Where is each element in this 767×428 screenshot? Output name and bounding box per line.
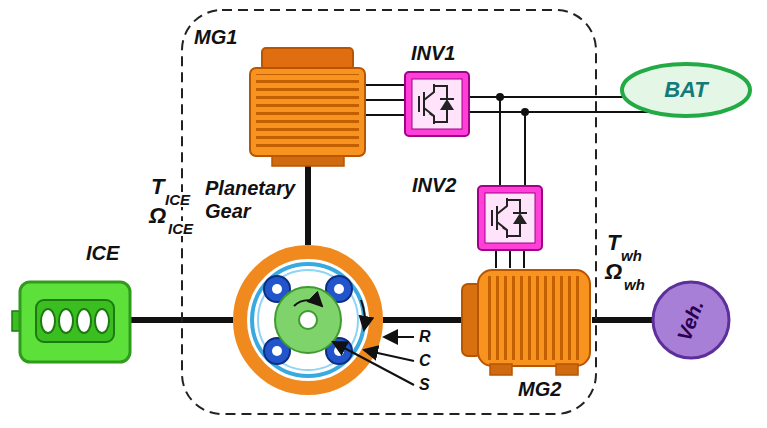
node-label: Planetary Gear [205, 177, 305, 223]
process-box: ICE [20, 282, 130, 362]
planetary-gear: Planetary Gear [233, 245, 383, 395]
vehicle-circle: Veh. [653, 282, 729, 358]
battery-ellipse: BAT [622, 64, 750, 116]
inverter-box: INV2 [478, 186, 542, 250]
node-label: ICE [86, 242, 119, 265]
motor-generator: MG1 [250, 48, 365, 166]
shaft-line [592, 320, 653, 321]
signal-label: ICE [167, 221, 194, 236]
motor-generator: MG2 [462, 268, 592, 376]
part-letter: R [418, 329, 432, 345]
wire-line [496, 250, 524, 268]
part-letter: C [418, 353, 432, 369]
wire-line [365, 85, 405, 115]
wire-line [496, 93, 652, 186]
shaft-line [308, 166, 309, 245]
node-label: INV2 [412, 174, 456, 197]
node-label: MG1 [194, 26, 237, 49]
signal-label: Ω [604, 261, 623, 283]
node-label: Veh. [673, 297, 709, 344]
signal-label: Ω [148, 205, 167, 227]
node-label: INV1 [411, 42, 455, 65]
signal-label: wh [623, 277, 646, 292]
signal-label: wh [620, 248, 643, 263]
inverter-box: INV1 [405, 72, 469, 136]
signal-label: ICE [164, 192, 191, 207]
node-label: BAT [664, 77, 708, 102]
shaft-line [383, 320, 462, 321]
node-label: MG2 [518, 378, 561, 401]
part-letter: S [418, 377, 431, 393]
